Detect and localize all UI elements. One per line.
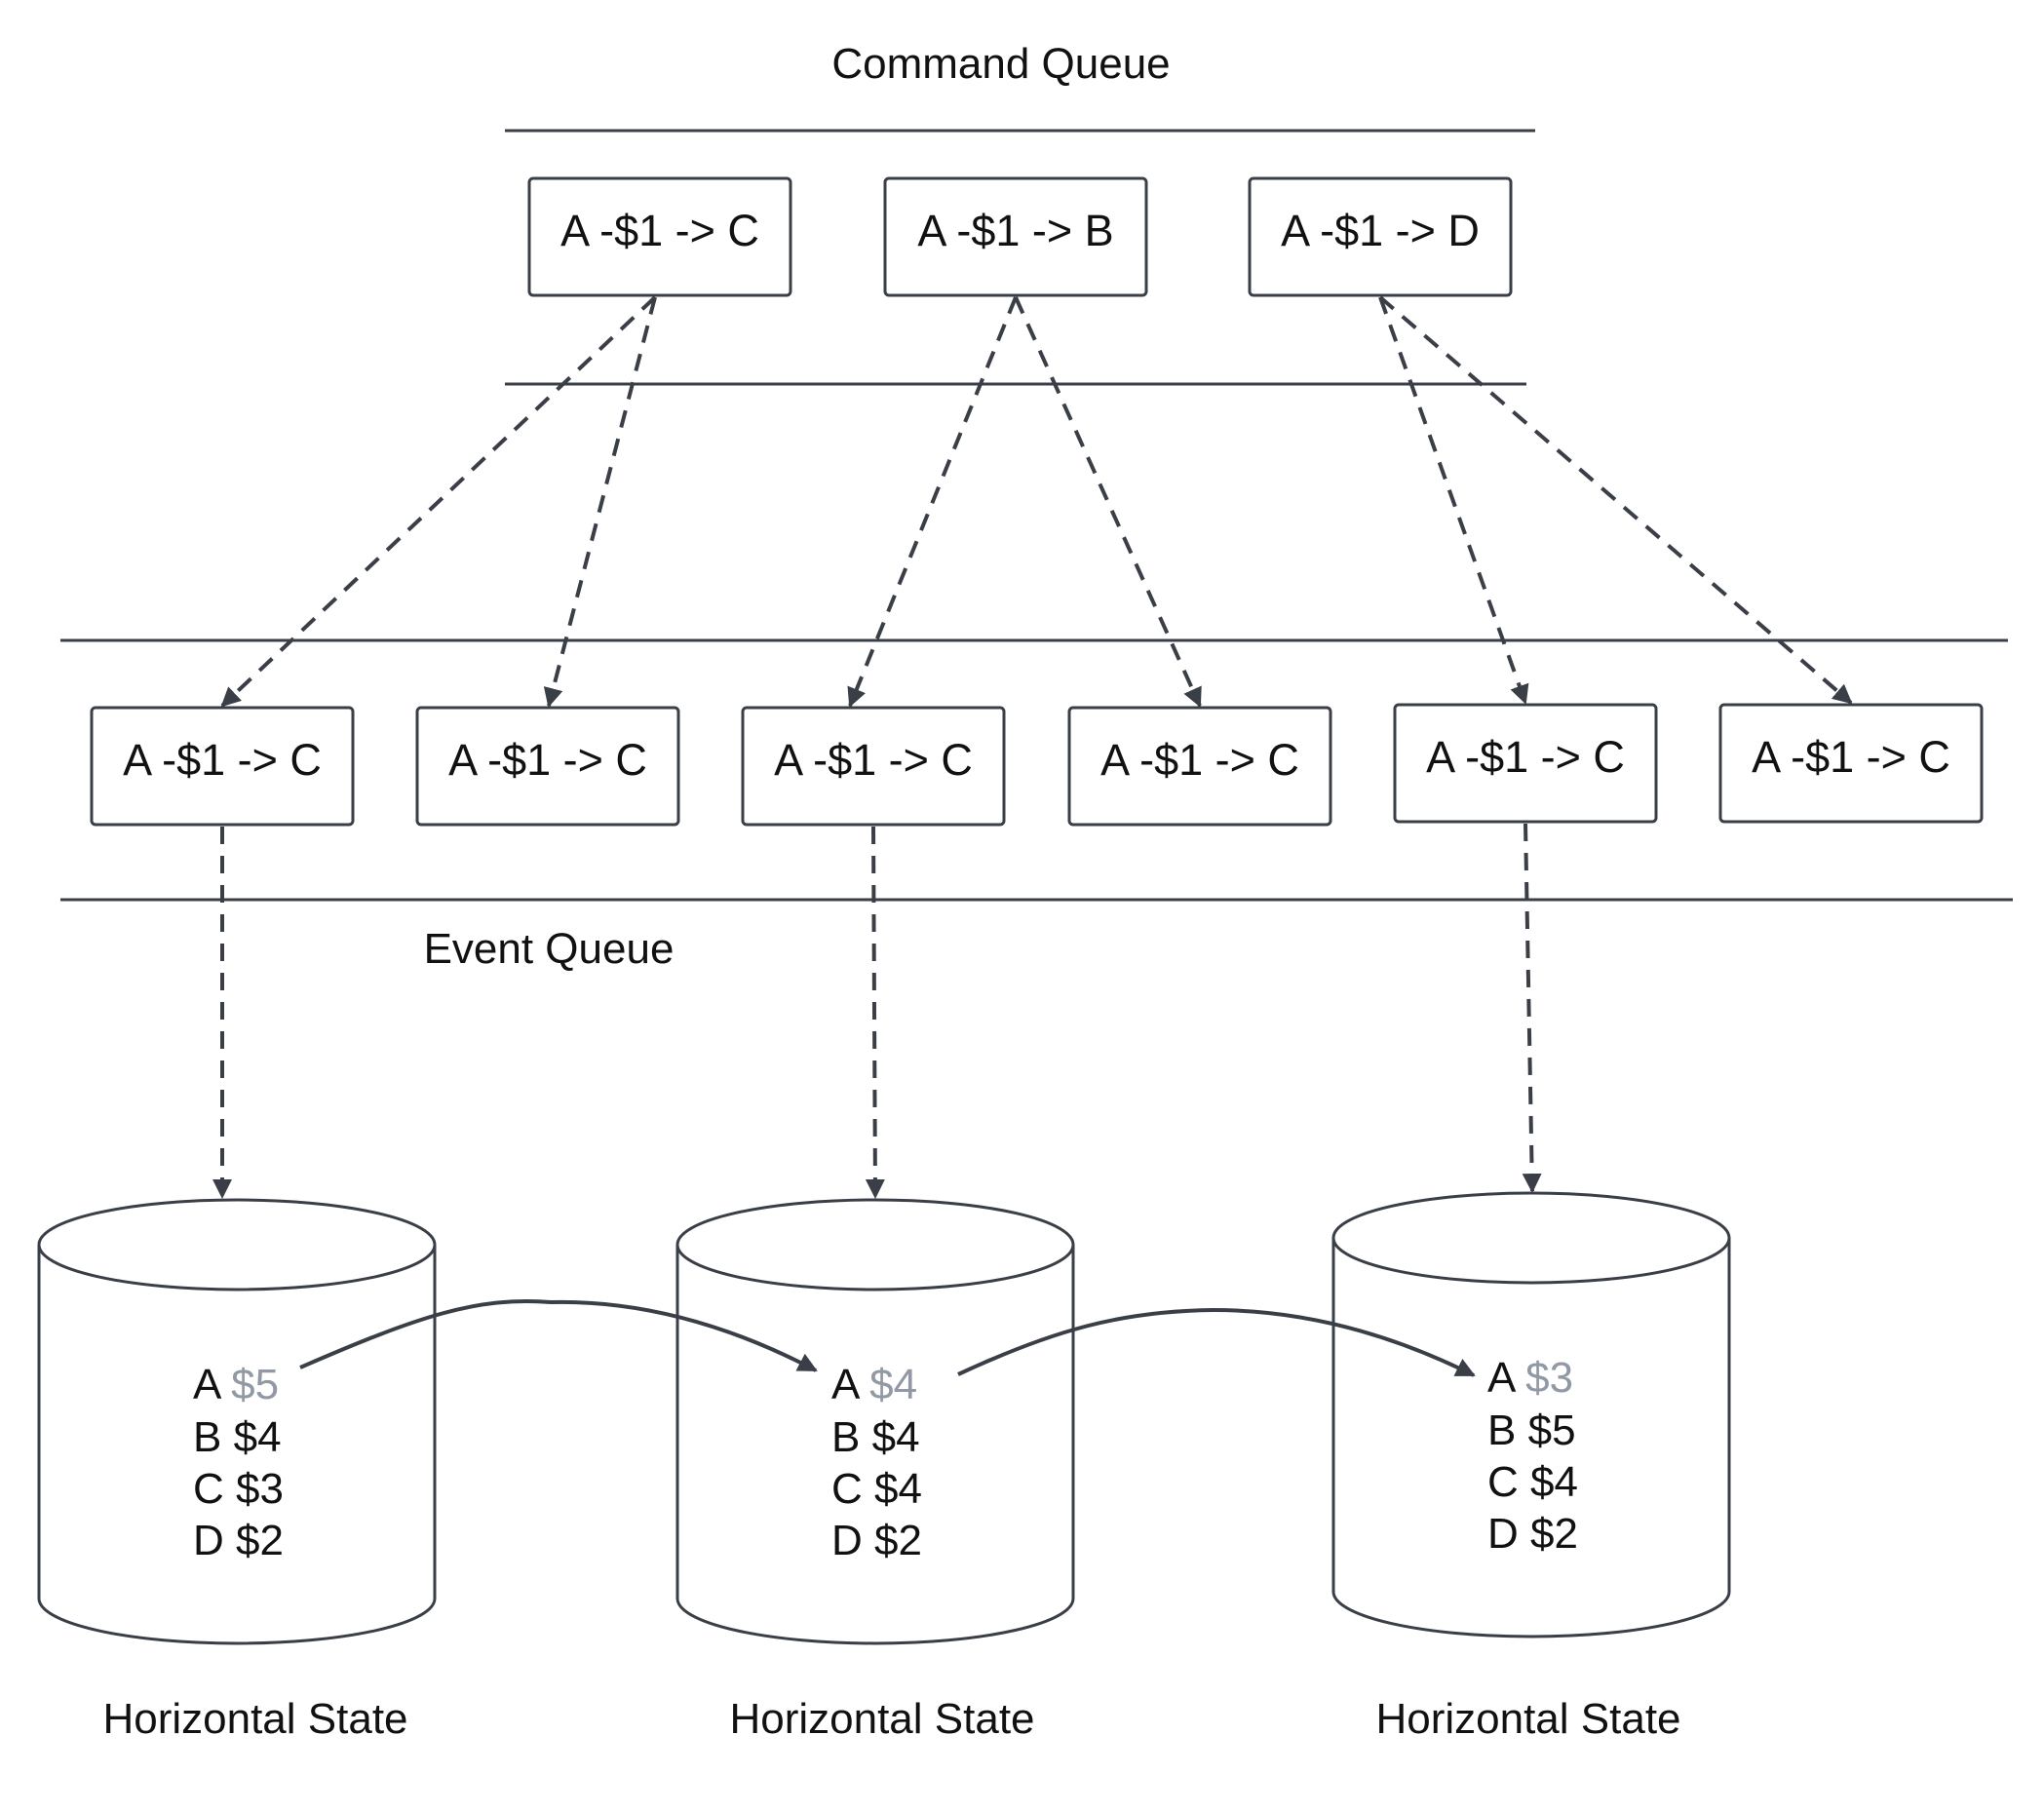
balance-row: D $2 — [831, 1517, 922, 1564]
event-box: A -$1 -> C — [1393, 703, 1658, 824]
dashed-arrow — [543, 296, 657, 708]
event-label: A -$1 -> C — [1426, 732, 1625, 782]
account-key: B — [193, 1413, 221, 1461]
balance-row: C $4 — [831, 1465, 922, 1513]
state-label: Horizontal State — [102, 1695, 407, 1743]
account-key: C — [831, 1465, 863, 1513]
dashed-arrow — [865, 826, 885, 1199]
account-value: $3 — [1525, 1354, 1573, 1402]
account-key: A — [193, 1361, 222, 1408]
event-label: A -$1 -> C — [1100, 735, 1299, 785]
balance-row: C $3 — [193, 1465, 284, 1513]
dashed-arrow — [1378, 296, 1529, 705]
state-database: A $5 B $4 C $3 D $2 — [37, 1198, 437, 1645]
event-label: A -$1 -> C — [123, 735, 322, 785]
command-box: A -$1 -> B — [883, 176, 1148, 297]
account-key: D — [193, 1517, 224, 1564]
account-key: B — [831, 1413, 860, 1461]
event-box: A -$1 -> C — [1718, 703, 1984, 824]
account-value: $3 — [236, 1465, 284, 1513]
account-value: $2 — [236, 1517, 284, 1564]
event-label: A -$1 -> C — [1752, 732, 1950, 782]
account-value: $2 — [874, 1517, 922, 1564]
balance-row: A $4 — [831, 1361, 917, 1408]
dashed-arrow — [847, 296, 1018, 708]
balance-row: A $3 — [1487, 1354, 1573, 1402]
state-transition-arrow — [299, 1298, 818, 1372]
dashed-arrow — [1014, 296, 1202, 708]
command-label: A -$1 -> B — [917, 206, 1113, 255]
account-value: $2 — [1530, 1510, 1578, 1558]
balance-row: C $4 — [1487, 1458, 1578, 1506]
balance-row: B $4 — [831, 1413, 920, 1461]
account-key: B — [1487, 1407, 1516, 1454]
balance-row: B $5 — [1487, 1407, 1576, 1454]
event-box: A -$1 -> C — [741, 706, 1006, 827]
balance-row: D $2 — [1487, 1510, 1578, 1558]
account-value: $4 — [874, 1465, 922, 1513]
dashed-arrow — [220, 295, 657, 708]
account-key: A — [831, 1361, 861, 1408]
account-key: A — [1487, 1354, 1517, 1402]
account-value: $4 — [1530, 1458, 1578, 1506]
state-transition-arrow — [957, 1307, 1476, 1377]
event-label: A -$1 -> C — [774, 735, 973, 785]
event-box: A -$1 -> C — [1067, 706, 1332, 827]
dashed-arrow — [1378, 295, 1853, 705]
account-value: $4 — [869, 1361, 917, 1408]
state-database: A $4 B $4 C $4 D $2 — [675, 1198, 1075, 1645]
account-value: $4 — [234, 1413, 282, 1461]
balance-row: B $4 — [193, 1413, 282, 1461]
event-label: A -$1 -> C — [448, 735, 647, 785]
state-label: Horizontal State — [1375, 1695, 1680, 1743]
account-key: C — [193, 1465, 224, 1513]
command-box: A -$1 -> D — [1248, 176, 1513, 297]
balance-row: A $5 — [193, 1361, 279, 1408]
event-box: A -$1 -> C — [415, 706, 680, 827]
account-value: $5 — [231, 1361, 279, 1408]
dashed-arrow — [1522, 823, 1542, 1193]
account-key: D — [831, 1517, 863, 1564]
account-key: C — [1487, 1458, 1519, 1506]
event-queue-label: Event Queue — [424, 925, 675, 973]
command-label: A -$1 -> C — [560, 206, 759, 255]
command-label: A -$1 -> D — [1281, 206, 1480, 255]
command-box: A -$1 -> C — [527, 176, 792, 297]
command-queue-label: Command Queue — [831, 40, 1170, 88]
account-value: $5 — [1528, 1407, 1576, 1454]
event-box: A -$1 -> C — [90, 706, 355, 827]
balance-row: D $2 — [193, 1517, 284, 1564]
account-key: D — [1487, 1510, 1519, 1558]
state-database: A $3 B $5 C $4 D $2 — [1331, 1191, 1731, 1639]
state-label: Horizontal State — [729, 1695, 1034, 1743]
account-value: $4 — [872, 1413, 920, 1461]
